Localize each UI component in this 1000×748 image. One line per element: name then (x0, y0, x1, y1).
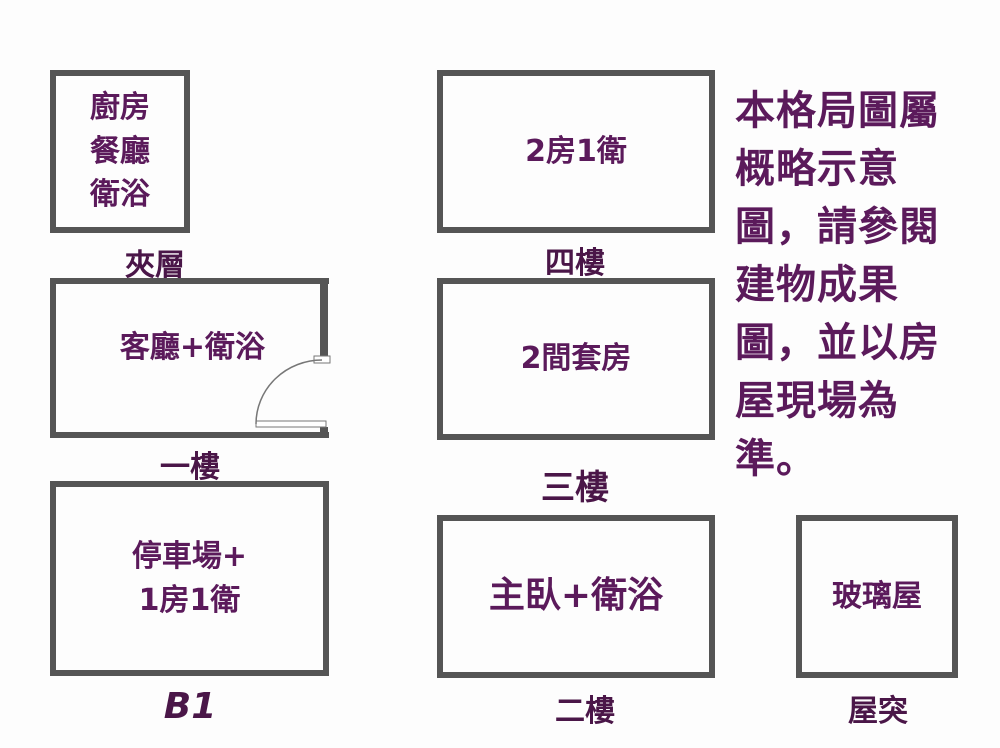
b1-room: 停車場+ 1房1衛 (50, 481, 329, 676)
floor4-room: 2房1衛 (437, 70, 715, 233)
room-text: 主臥+衛浴 (488, 575, 664, 617)
disclaimer-note: 本格局圖屬概略示意圖，請參閱建物成果圖，並以房屋現場為準。 (735, 88, 940, 482)
room-text: 停車場+ (131, 539, 248, 574)
mezzanine-label: 夾層 (125, 248, 185, 283)
room-text: 2房1衛 (525, 133, 627, 169)
floor3-label: 三樓 (541, 468, 609, 508)
floor1-label: 一樓 (160, 450, 220, 485)
room-text: 廚房 (90, 90, 150, 126)
room-text: 餐廳 (90, 133, 150, 169)
room-text: 玻璃屋 (832, 578, 922, 614)
roof-label: 屋突 (848, 694, 908, 729)
floor2-room: 主臥+衛浴 (437, 515, 715, 678)
room-text: 2間套房 (520, 341, 632, 377)
room-text: 1房1衛 (138, 582, 241, 618)
floor4-label: 四樓 (545, 246, 605, 281)
room-text: 客廳+衛浴 (119, 330, 266, 366)
b1-label: B1 (163, 686, 217, 727)
floor3-room: 2間套房 (437, 278, 715, 440)
floor2-label: 二樓 (555, 694, 615, 729)
mezzanine-room: 廚房餐廳衛浴 (50, 70, 190, 233)
roof-room: 玻璃屋 (796, 515, 958, 678)
floor1-room: 客廳+衛浴 (50, 278, 329, 438)
room-text: 衛浴 (90, 177, 150, 213)
